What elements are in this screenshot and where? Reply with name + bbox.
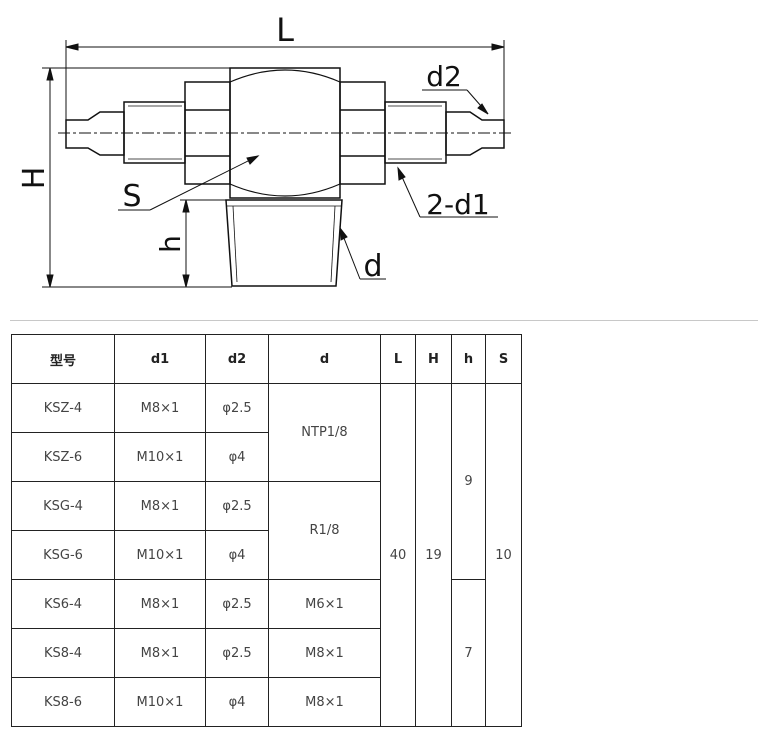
header-d2: d2 [205, 334, 269, 384]
header-d1: d1 [114, 334, 206, 384]
table-row: KSG-6 M10×1 φ4 [11, 530, 522, 580]
cell-L: 40 [380, 383, 416, 727]
header-S: S [485, 334, 522, 384]
cell-d1: M10×1 [114, 432, 206, 482]
table-row: KSZ-4 M8×1 φ2.5 NTP1/8 40 19 9 10 [11, 383, 522, 727]
header-H: H [415, 334, 452, 384]
cell-d2: φ2.5 [205, 481, 269, 531]
cell-d1: M8×1 [114, 481, 206, 531]
cell-d2: φ2.5 [205, 628, 269, 678]
fitting-drawing: L H h S 2-d1 d d2 [17, 11, 514, 288]
table-row: KS8-4 M8×1 φ2.5 M8×1 [11, 628, 522, 678]
cell-d: M8×1 [268, 677, 381, 727]
cell-H: 19 [415, 383, 452, 727]
right-hex-nut [339, 81, 386, 185]
2-d1-label: 2-d1 [426, 188, 490, 221]
dim-h-label: h [154, 235, 187, 253]
bottom-thread [225, 199, 343, 287]
header-model: 型号 [11, 334, 115, 384]
cell-d2: φ2.5 [205, 579, 269, 629]
cell-d1: M8×1 [114, 579, 206, 629]
cell-h: 9 [451, 383, 486, 580]
cell-model: KS6-4 [11, 579, 115, 629]
cell-d1: M10×1 [114, 530, 206, 580]
cell-d: NTP1/8 [268, 383, 381, 482]
cell-model: KS8-6 [11, 677, 115, 727]
cell-d2: φ2.5 [205, 383, 269, 433]
spec-table: 型号 d1 d2 d L H h S KSZ-4 M8×1 φ2.5 NTP1/… [11, 334, 522, 727]
table-row: KSG-4 M8×1 φ2.5 R1/8 [11, 481, 522, 580]
cell-h: 7 [451, 579, 486, 727]
d-label: d [363, 249, 382, 284]
header-row: 型号 d1 d2 d L H h S [11, 334, 522, 384]
cell-d1: M8×1 [114, 628, 206, 678]
header-L: L [380, 334, 416, 384]
cell-d: M8×1 [268, 628, 381, 678]
dim-H-label: H [17, 167, 52, 190]
cell-d1: M10×1 [114, 677, 206, 727]
cell-model: KSG-4 [11, 481, 115, 531]
dim-L-label: L [276, 11, 294, 49]
right-nipple [445, 111, 505, 156]
cell-model: KSG-6 [11, 530, 115, 580]
cell-d1: M8×1 [114, 383, 206, 433]
cell-model: KSZ-4 [11, 383, 115, 433]
center-body [229, 67, 341, 199]
d2-label: d2 [426, 60, 462, 93]
S-label: S [122, 179, 141, 214]
cell-model: KSZ-6 [11, 432, 115, 482]
table-row: KSZ-6 M10×1 φ4 [11, 432, 522, 482]
table-row: KS6-4 M8×1 φ2.5 M6×1 7 [11, 579, 522, 727]
divider [10, 320, 758, 321]
cell-d: R1/8 [268, 481, 381, 580]
cell-d: M6×1 [268, 579, 381, 629]
header-h: h [451, 334, 486, 384]
cell-S: 10 [485, 383, 522, 727]
cell-d2: φ4 [205, 530, 269, 580]
right-thread [384, 101, 447, 164]
left-thread [123, 101, 186, 164]
cell-model: KS8-4 [11, 628, 115, 678]
cell-d2: φ4 [205, 432, 269, 482]
cell-d2: φ4 [205, 677, 269, 727]
header-d: d [268, 334, 381, 384]
table-row: KS8-6 M10×1 φ4 M8×1 [11, 677, 522, 727]
